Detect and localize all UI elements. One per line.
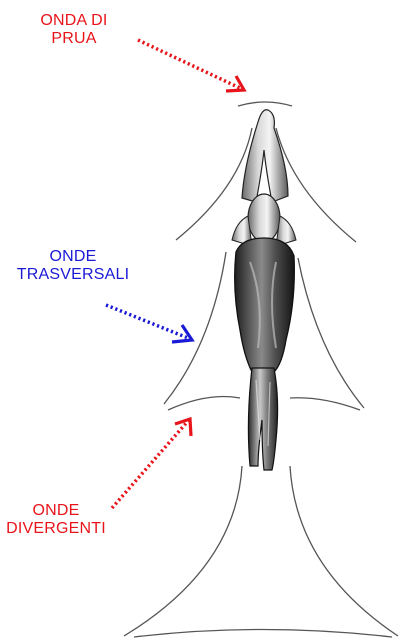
divergent-wave-line [290,466,398,636]
label-transverse-waves: ONDE TRASVERSALI [0,248,146,284]
label-bow-wave: ONDA DI PRUA [24,12,124,48]
transverse-wave-line [168,397,240,411]
label-divergent-waves-line2: DIVERGENTI [0,520,112,538]
bow-wave-line [238,102,292,106]
label-bow-wave-line1: ONDA DI [24,12,124,30]
label-divergent-waves-line1: ONDE [0,502,112,520]
label-bow-wave-line2: PRUA [24,30,124,48]
transverse-waves-arrow [106,305,192,342]
bow-wave-arrow [138,40,244,91]
label-transverse-waves-line2: TRASVERSALI [0,266,146,284]
divergent-wave-line [124,466,242,636]
divergent-wave-line [164,252,226,404]
transverse-wave-line [290,398,360,410]
transverse-wave-line [134,630,392,638]
divergent-waves-arrow [112,419,191,508]
divergent-wave-line [298,258,364,408]
label-divergent-waves: ONDE DIVERGENTI [0,502,112,538]
swimmer-illustration [232,110,296,470]
label-transverse-waves-line1: ONDE [0,248,146,266]
